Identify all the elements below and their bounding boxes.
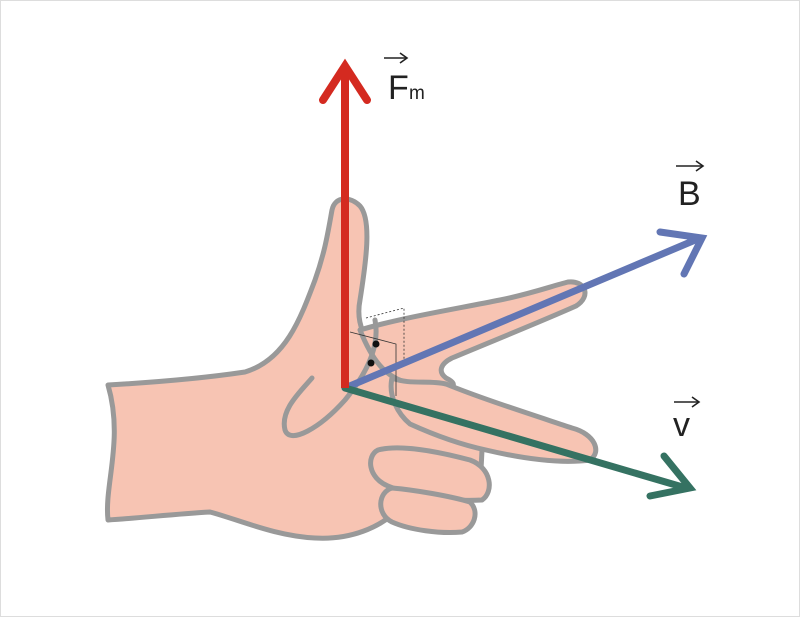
force-label: F m	[384, 52, 425, 107]
velocity-label-letter: v	[673, 406, 690, 444]
angle-dot	[367, 359, 375, 367]
thumb-crease	[281, 317, 379, 438]
field-label-arrowhead-icon	[695, 160, 705, 172]
force-label-subscript: m	[409, 83, 425, 104]
velocity-vector-shaft	[341, 384, 690, 492]
field-vector-arrowhead	[656, 228, 708, 278]
little-finger	[378, 485, 478, 535]
angle-dot	[372, 340, 380, 348]
velocity-vector	[341, 384, 697, 500]
force-vector-arrowhead	[319, 58, 371, 104]
field-vector	[341, 228, 708, 392]
force-label-arrowhead-icon	[399, 52, 409, 64]
field-label-letter: B	[678, 175, 701, 213]
right-angle-marker-perspective	[365, 307, 405, 360]
velocity-label: v	[673, 396, 701, 444]
force-vector	[319, 58, 371, 388]
field-vector-shaft	[341, 234, 704, 392]
right-angle-marker	[349, 331, 397, 396]
velocity-label-arrowhead-icon	[691, 396, 701, 408]
velocity-vector-arrowhead	[646, 452, 697, 500]
hand	[104, 196, 599, 541]
force-label-letter: F	[388, 69, 409, 107]
field-label: B	[676, 160, 705, 213]
